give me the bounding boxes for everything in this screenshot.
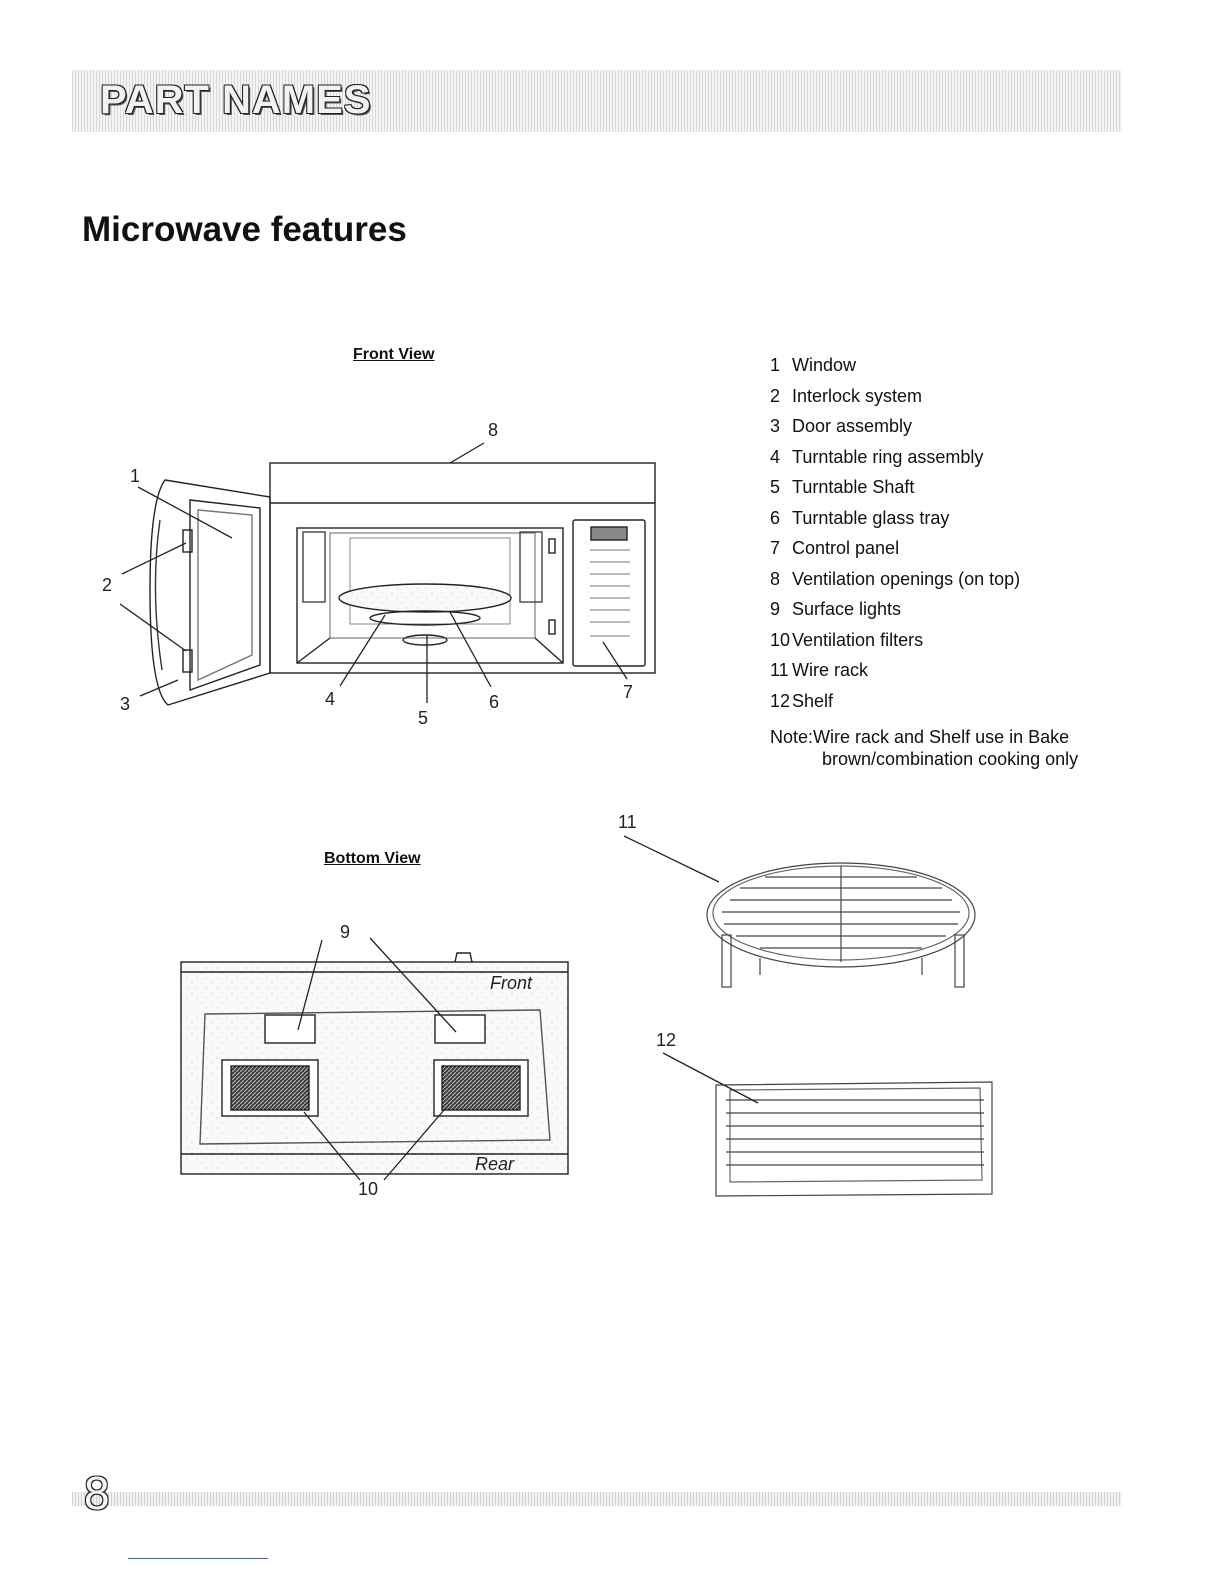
callout-12: 12 [656,1030,676,1050]
legend-name: Door assembly [792,416,913,436]
bottom-view-leaders [297,937,457,1181]
bottom-view-callouts: 9 10 Front Rear [340,922,533,1199]
wire-rack-illustration [706,862,976,988]
legend-name: Surface lights [792,599,902,619]
front-view-leaders [119,442,628,703]
legend-name: Window [792,355,857,375]
bottom-view-label: Bottom View [324,850,421,867]
bottom-front-text: Front [490,973,533,993]
callout-10: 10 [358,1179,378,1199]
callout-2: 2 [102,575,112,595]
callout-4: 4 [325,689,335,709]
accessory-leaders [623,835,759,1104]
footer-rule [128,1558,268,1559]
note-line-1: Note:Wire rack and Shelf use in Bake [770,727,1070,747]
callout-11: 11 [618,812,637,832]
note-line-2: brown/combination cooking only [822,749,1079,769]
callout-3: 3 [120,694,130,714]
legend-name: Ventilation openings (on top) [792,568,1021,589]
callout-8: 8 [488,420,498,440]
front-view-callouts: 1 2 3 4 5 6 7 8 [102,420,633,728]
legend-name: Shelf [792,690,834,711]
shelf-illustration [715,1081,993,1197]
front-view-label: Front View [353,346,435,363]
callout-7: 7 [623,682,633,702]
legend-name: Interlock system [792,385,923,406]
footer-bar [72,1492,1122,1506]
page-number: 8 [84,1467,110,1519]
legend-name: Turntable ring assembly [792,446,984,467]
page-header-title: PART NAMES [100,78,372,122]
usage-note: Note:Wire rack and Shelf use in Bake bro… [770,726,1078,770]
legend-name: Wire rack [792,660,868,680]
header-banner: PART NAMES [72,70,1122,132]
accessory-callouts: 11 12 [618,812,676,1050]
legend-name: Control panel [792,538,900,558]
legend-name: Turntable Shaft [792,477,915,497]
callout-6: 6 [489,692,499,712]
legend-name: Turntable glass tray [792,507,950,528]
section-title: Microwave features [82,210,407,249]
callout-9: 9 [340,922,350,942]
callout-1: 1 [130,466,140,486]
microwave-front-view [149,462,656,706]
microwave-bottom-view [180,952,569,1175]
bottom-rear-text: Rear [475,1154,515,1174]
legend-name: Ventilation filters [792,629,924,650]
callout-5: 5 [418,708,428,728]
